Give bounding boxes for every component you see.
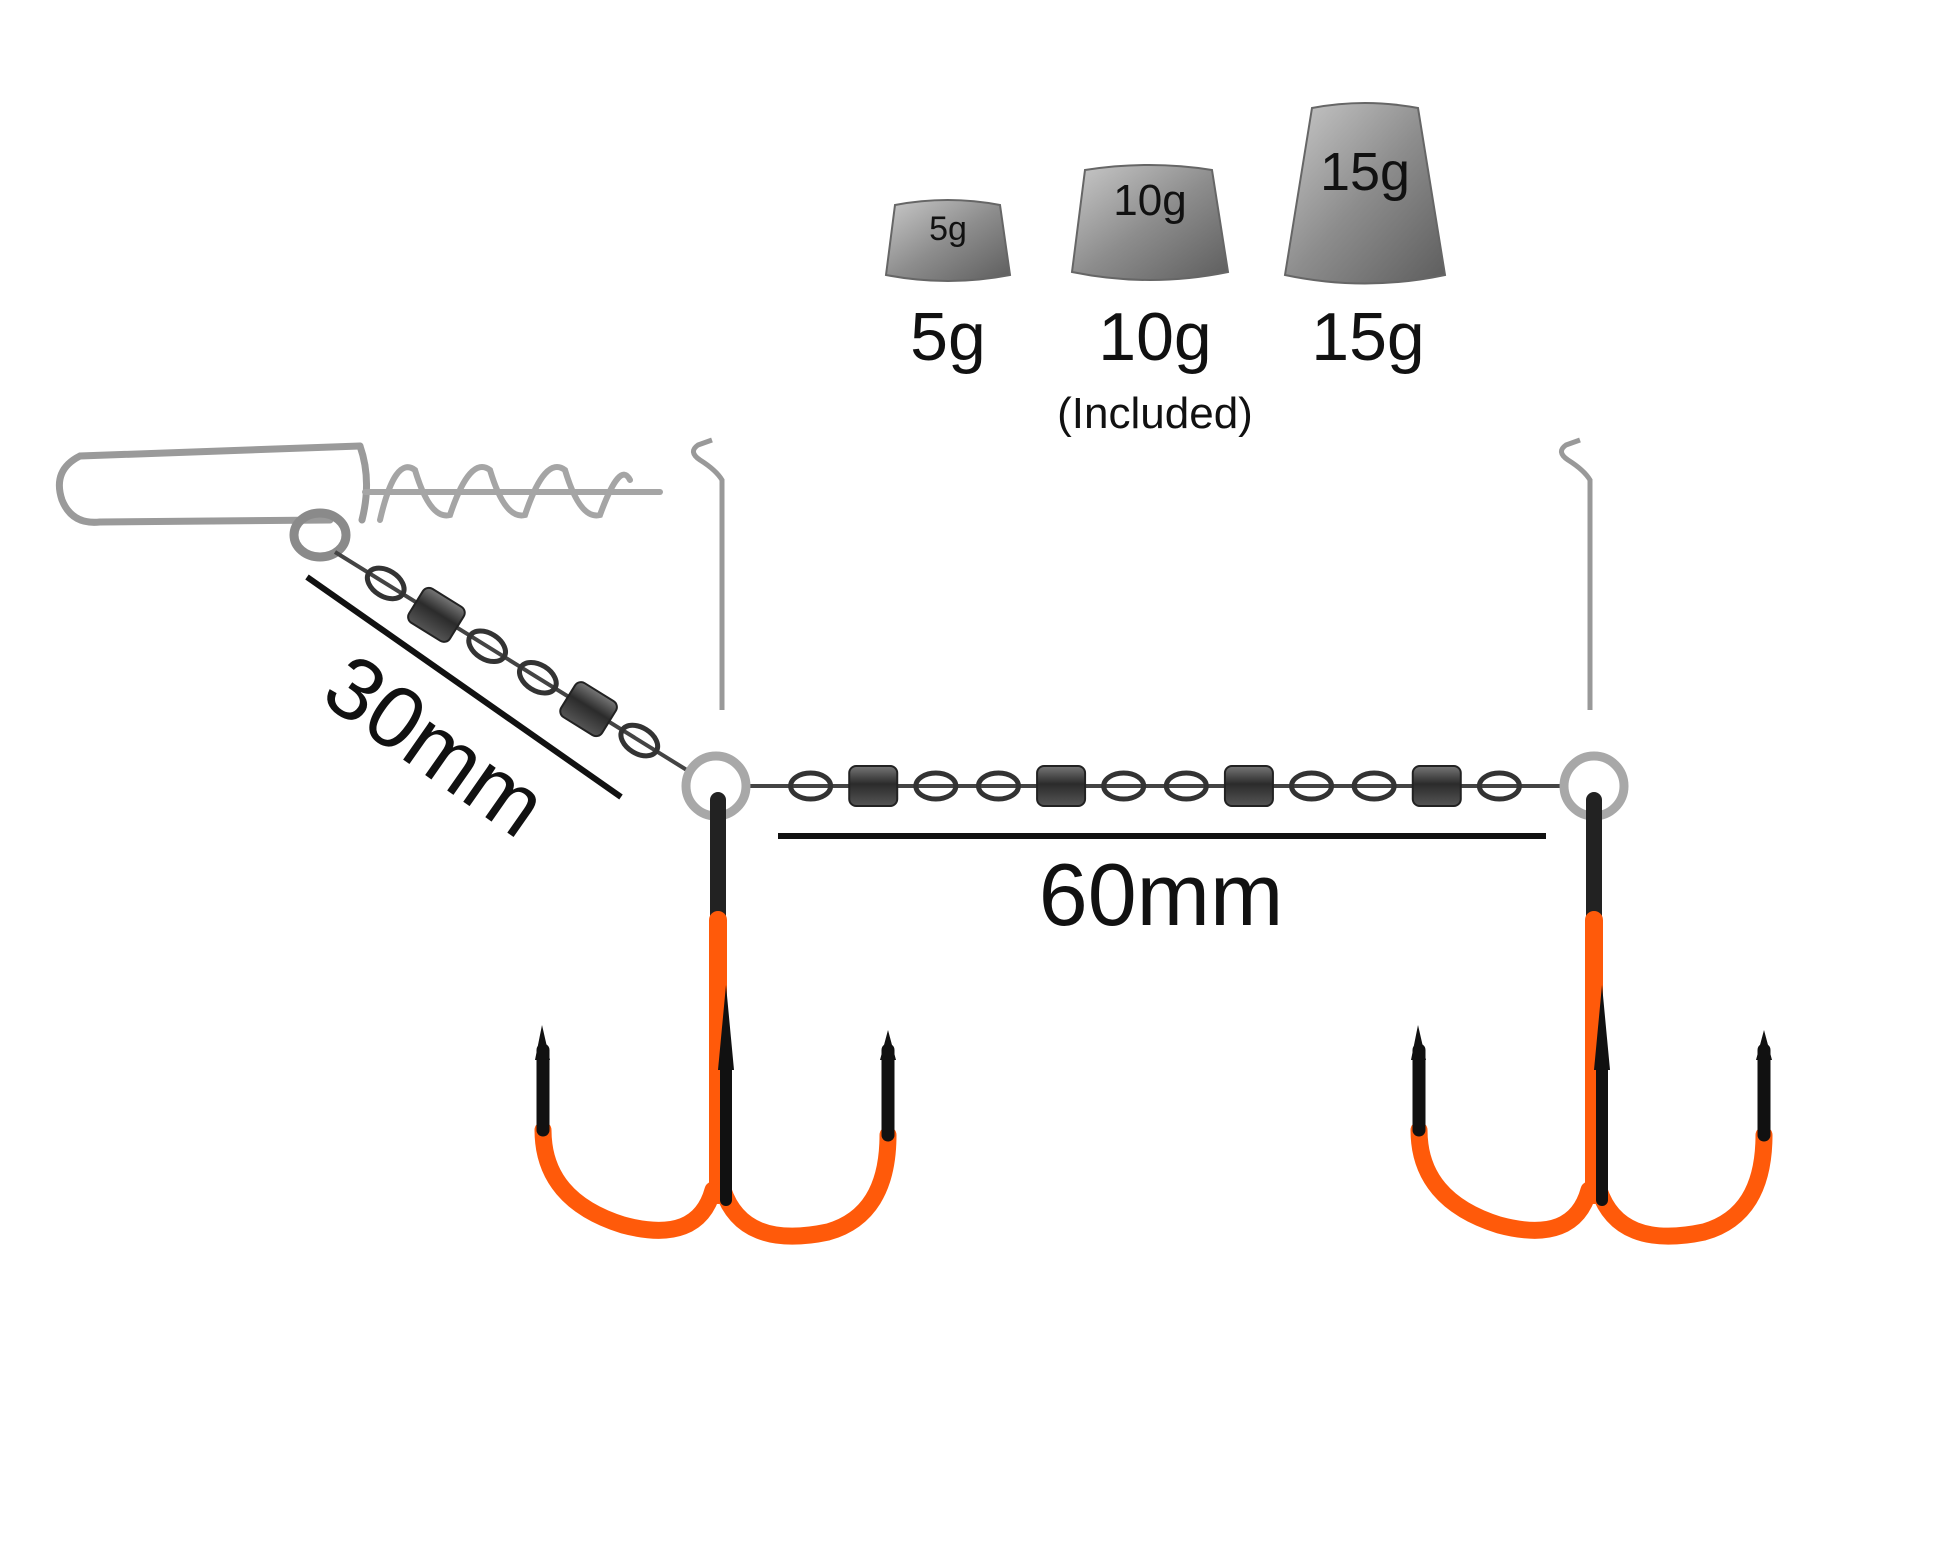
swivel-eye xyxy=(618,722,661,759)
swivel-eye xyxy=(466,628,508,665)
swivel-eye xyxy=(1289,770,1335,802)
swivel-eye xyxy=(517,659,559,696)
dimension-label-60mm: 60mm xyxy=(1039,845,1284,944)
weight-stamp: 5g xyxy=(929,210,967,248)
swivel-eye xyxy=(364,565,407,602)
dimension-line-30mm xyxy=(305,574,623,800)
barrel-swivel xyxy=(559,681,618,738)
barrel-swivel xyxy=(407,586,466,643)
weight-label: 5g xyxy=(910,299,986,375)
swivel-eye xyxy=(1351,770,1397,802)
weight-stamp: 10g xyxy=(1113,176,1186,225)
weight-label: 10g xyxy=(1098,299,1211,375)
swivel-chains xyxy=(333,550,1562,807)
weight-5g: 5g 5g xyxy=(884,199,1012,375)
barrel-swivel xyxy=(1411,765,1462,807)
swivel-eye xyxy=(975,770,1021,802)
included-note: (Included) xyxy=(1057,389,1253,438)
split-ring-snap xyxy=(289,508,351,562)
swivel-chain xyxy=(333,550,692,774)
treble-hook-right xyxy=(1410,792,1773,1245)
weight-10g: 10g 10g (Included) xyxy=(1057,164,1253,438)
treble-hook-left xyxy=(534,792,897,1245)
weight-15g: 15g 15g xyxy=(1283,102,1447,375)
snap-clip xyxy=(55,442,371,526)
corkscrew xyxy=(362,464,663,523)
barrel-swivel xyxy=(1223,765,1274,807)
swivel-eye xyxy=(1101,770,1147,802)
weight-label: 15g xyxy=(1311,299,1424,375)
bait-pin-left xyxy=(691,437,725,710)
barrel-swivel xyxy=(848,765,899,807)
swivel-eye xyxy=(913,770,959,802)
swivel-eye xyxy=(1163,770,1209,802)
swivel-chain xyxy=(748,765,1562,807)
bait-pin-right xyxy=(1559,437,1593,710)
barrel-swivel xyxy=(1036,765,1087,807)
weight-stamp: 15g xyxy=(1320,142,1410,202)
swivel-eye xyxy=(788,770,834,802)
swivel-eye xyxy=(1476,770,1522,802)
